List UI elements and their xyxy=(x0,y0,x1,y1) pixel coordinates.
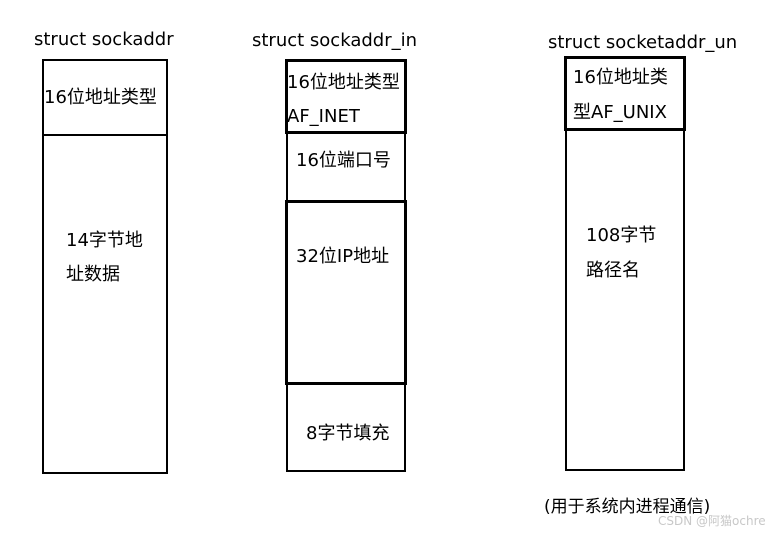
sockaddr-in-type-label-1: 16位地址类型 xyxy=(287,72,400,93)
sockaddr-un-type-label-2: 型AF_UNIX xyxy=(573,102,667,123)
watermark: CSDN @阿猫ochre xyxy=(658,514,766,528)
sockaddr-un-path-label-1: 108字节 xyxy=(586,225,657,246)
sockaddr-in-ip-field xyxy=(285,200,407,385)
sockaddr-in-padding-label: 8字节填充 xyxy=(306,423,390,444)
sockaddr-in-title: struct sockaddr_in xyxy=(252,30,418,51)
sockaddr-un-path-field xyxy=(565,128,685,471)
sockaddr-data-label-2: 址数据 xyxy=(66,264,120,285)
sockaddr-data-label-1: 14字节地 xyxy=(66,230,143,251)
sockaddr-type-label: 16位地址类型 xyxy=(44,87,157,108)
sockaddr-in-ip-label: 32位IP地址 xyxy=(296,246,390,267)
sockaddr-in-type-field xyxy=(285,59,407,134)
sockaddr-un-caption: (用于系统内进程通信) xyxy=(544,497,711,517)
sockaddr-un-type-field xyxy=(564,56,686,131)
sockaddr-in-type-label-2: AF_INET xyxy=(287,106,360,127)
sockaddr-un-path-label-2: 路径名 xyxy=(586,260,640,281)
sockaddr-un-title: struct socketaddr_un xyxy=(548,32,738,53)
sockaddr-in-port-label: 16位端口号 xyxy=(296,150,391,171)
sockaddr-title: struct sockaddr xyxy=(34,29,174,50)
sockaddr-un-type-label-1: 16位地址类 xyxy=(573,67,668,88)
sockaddr-data-field xyxy=(42,134,168,474)
